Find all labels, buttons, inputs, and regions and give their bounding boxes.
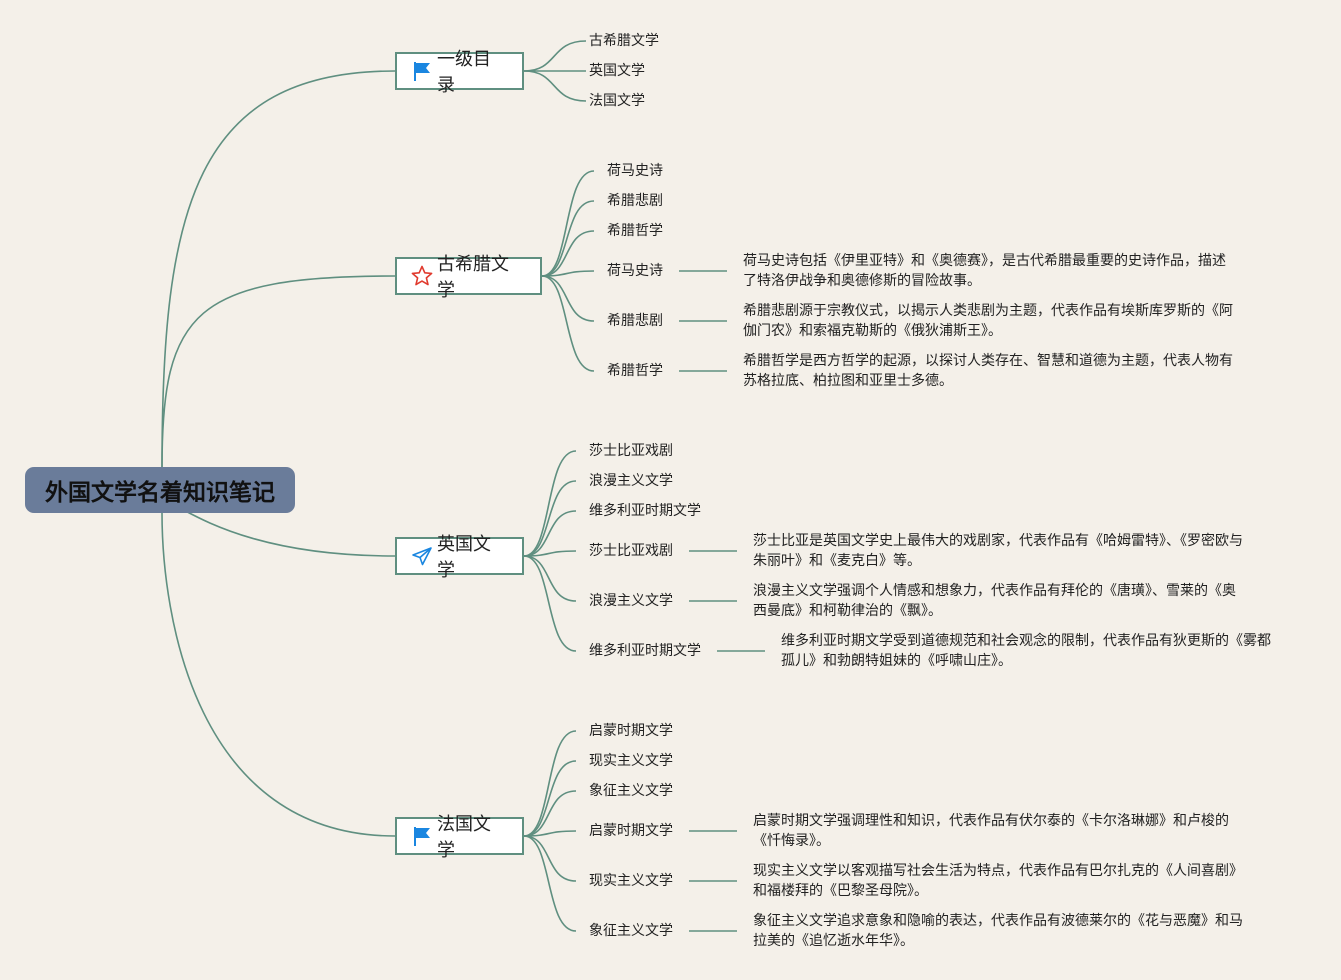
branch-leaf-connector	[541, 230, 595, 277]
branch-node-french[interactable]: 法国文学	[395, 814, 524, 861]
leaf-item[interactable]: 现实主义文学	[589, 873, 673, 889]
note-text: 启蒙时期文学强调理性和知识，代表作品有伏尔泰的《卡尔洛琳娜》和卢梭的《忏悔录》。	[753, 813, 1229, 849]
note-text: 希腊悲剧源于宗教仪式，以揭示人类悲剧为主题，代表作品有埃斯库罗斯的《阿伽门农》和…	[743, 303, 1233, 339]
branch-label: 古希腊文学	[437, 254, 509, 301]
branch-leaf-connector	[523, 550, 577, 557]
leaf-item[interactable]: 法国文学	[589, 93, 645, 109]
leaf-item[interactable]: 浪漫主义文学	[589, 473, 673, 489]
note-text: 维多利亚时期文学受到道德规范和社会观念的限制，代表作品有狄更斯的《雾都孤儿》和勃…	[781, 633, 1271, 669]
leaf-item[interactable]: 莎士比亚戏剧	[589, 443, 673, 459]
leaf-item[interactable]: 希腊哲学	[607, 363, 663, 379]
branch-node-greek[interactable]: 古希腊文学	[395, 254, 542, 301]
branch-leaf-connector	[523, 480, 577, 557]
leaf-item[interactable]: 维多利亚时期文学	[589, 643, 701, 659]
branch-leaf-connector	[523, 730, 577, 837]
flag-icon	[411, 825, 433, 847]
root-branch-connector	[161, 512, 396, 837]
branch-leaf-connector	[541, 270, 595, 277]
leaf-item[interactable]: 英国文学	[589, 63, 645, 79]
root-node[interactable]: 外国文学名着知识笔记	[25, 467, 295, 513]
branch-leaf-connector	[523, 830, 577, 837]
branch-label: 法国文学	[437, 814, 491, 861]
note-text: 象征主义文学追求意象和隐喻的表达，代表作品有波德莱尔的《花与恶魔》和马拉美的《追…	[753, 913, 1243, 949]
note-text: 荷马史诗包括《伊里亚特》和《奥德赛》，是古代希腊最重要的史诗作品，描述了特洛伊战…	[743, 253, 1226, 289]
leaf-item[interactable]: 浪漫主义文学	[589, 593, 673, 609]
leaf-item[interactable]: 希腊哲学	[607, 223, 663, 239]
leaf-item[interactable]: 启蒙时期文学	[589, 823, 673, 839]
branch-leaf-connector	[523, 555, 577, 652]
leaf-item[interactable]: 象征主义文学	[589, 783, 673, 799]
paper-plane-icon	[411, 545, 433, 567]
branch-label: 英国文学	[437, 534, 491, 581]
root-branch-connector	[161, 275, 396, 468]
branch-node-english[interactable]: 英国文学	[395, 534, 524, 581]
branch-leaf-connector	[541, 275, 595, 372]
branch-label: 一级目录	[437, 49, 491, 96]
leaf-item[interactable]: 希腊悲剧	[607, 193, 663, 209]
note-text: 莎士比亚是英国文学史上最伟大的戏剧家，代表作品有《哈姆雷特》、《罗密欧与朱丽叶》…	[753, 533, 1243, 569]
branch-leaf-connector	[523, 760, 577, 837]
leaf-item[interactable]: 希腊悲剧	[607, 313, 663, 329]
branch-leaf-connector	[523, 790, 577, 837]
leaf-item[interactable]: 莎士比亚戏剧	[589, 543, 673, 559]
root-title: 外国文学名着知识笔记	[45, 480, 275, 506]
branch-leaf-connector	[523, 510, 577, 557]
note-text: 现实主义文学以客观描写社会生活为特点，代表作品有巴尔扎克的《人间喜剧》和福楼拜的…	[753, 863, 1243, 899]
branch-leaf-connector	[523, 70, 587, 102]
branch-leaf-connector	[541, 275, 595, 322]
branch-leaf-connector	[523, 555, 577, 602]
branch-leaf-connector	[523, 450, 577, 557]
leaf-item[interactable]: 现实主义文学	[589, 753, 673, 769]
leaf-item[interactable]: 荷马史诗	[607, 163, 663, 179]
root-branch-connector	[161, 70, 396, 468]
branch-leaf-connector	[541, 200, 595, 277]
leaf-item[interactable]: 象征主义文学	[589, 923, 673, 939]
leaf-item[interactable]: 启蒙时期文学	[589, 723, 673, 739]
note-text: 希腊哲学是西方哲学的起源，以探讨人类存在、智慧和道德为主题，代表人物有苏格拉底、…	[743, 353, 1233, 389]
leaf-item[interactable]: 古希腊文学	[589, 33, 659, 49]
star-icon	[411, 265, 433, 287]
branch-leaf-connector	[523, 835, 577, 932]
note-text: 浪漫主义文学强调个人情感和想象力，代表作品有拜伦的《唐璜》、雪莱的《奥西曼底》和…	[753, 583, 1236, 619]
branch-node-toc[interactable]: 一级目录	[395, 49, 524, 96]
leaf-item[interactable]: 维多利亚时期文学	[589, 503, 701, 519]
leaf-item[interactable]: 荷马史诗	[607, 263, 663, 279]
branch-leaf-connector	[523, 40, 587, 72]
branch-leaf-connector	[523, 835, 577, 882]
branch-leaf-connector	[541, 170, 595, 277]
flag-icon	[411, 60, 433, 82]
